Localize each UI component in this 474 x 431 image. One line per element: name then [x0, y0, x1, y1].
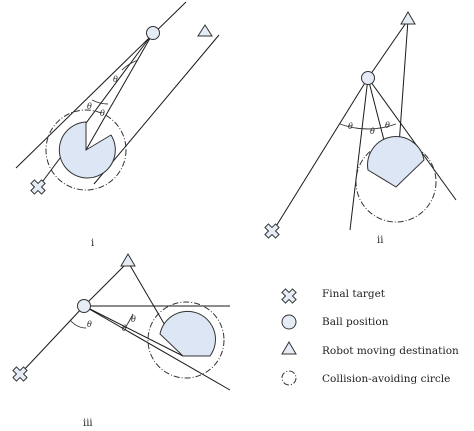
robot-destination-marker — [120, 253, 136, 267]
angle-arc — [121, 59, 139, 71]
angle-label: θ — [113, 75, 118, 84]
tangent-line — [367, 77, 457, 201]
panel-ii: θ θ θ ii — [264, 11, 457, 246]
legend-label-ball-position: Ball position — [322, 316, 389, 328]
robot-destination-marker — [197, 24, 213, 37]
angle-label: θ — [385, 121, 390, 130]
panel-caption: i — [91, 238, 94, 249]
angle-label: θ — [87, 320, 92, 329]
legend-label-robot-destination: Robot moving destination — [322, 345, 459, 357]
ball-position-marker — [77, 299, 91, 313]
ball-position-marker — [361, 71, 375, 85]
cross-icon — [281, 288, 297, 304]
panel-iii: θ θ θ iii — [12, 253, 231, 429]
ball-to-target-line — [274, 77, 369, 229]
angle-label: θ — [348, 122, 353, 131]
triangle-icon — [281, 341, 297, 355]
collision-avoiding-circle — [45, 109, 127, 191]
angle-label: θ — [131, 315, 136, 324]
ball-to-target-line — [21, 305, 85, 373]
angle-arc — [124, 313, 134, 329]
dashed-circle-icon — [281, 370, 297, 386]
legend-label-final-target: Final target — [322, 288, 386, 300]
tangent-line — [349, 77, 369, 231]
angle-label: θ — [370, 127, 375, 136]
final-target-marker — [30, 179, 46, 195]
ball-to-circle-line — [85, 32, 154, 151]
tangent-line — [83, 305, 231, 391]
circle-icon — [281, 314, 297, 330]
angle-label: θ — [87, 102, 92, 111]
robot-destination-marker — [400, 11, 416, 25]
panel-caption: ii — [377, 235, 383, 246]
panel-caption: iii — [83, 418, 93, 429]
final-target-marker — [12, 366, 28, 382]
obstacle-circle — [367, 136, 425, 188]
angle-arc — [69, 319, 87, 329]
panel-i: θ θ θ i — [15, 1, 220, 249]
obstacle-circle — [58, 121, 116, 179]
angle-label: θ — [122, 324, 127, 333]
angle-label: θ — [100, 109, 105, 118]
destination-to-ball-line — [367, 19, 409, 79]
ball-position-marker — [146, 26, 160, 40]
legend-label-collision-circle: Collision-avoiding circle — [322, 373, 450, 385]
angle-arc — [339, 123, 397, 130]
ball-to-destination-line — [83, 261, 129, 307]
ball-to-target-line — [39, 32, 154, 186]
angle-arc — [91, 99, 109, 105]
legend: Final target Ball position Robot moving … — [281, 288, 459, 386]
obstacle-circle — [159, 310, 216, 357]
parallel-line — [93, 34, 220, 185]
final-target-marker — [264, 223, 280, 239]
collision-avoiding-circle — [147, 301, 225, 379]
ball-to-circle-line — [83, 305, 184, 357]
